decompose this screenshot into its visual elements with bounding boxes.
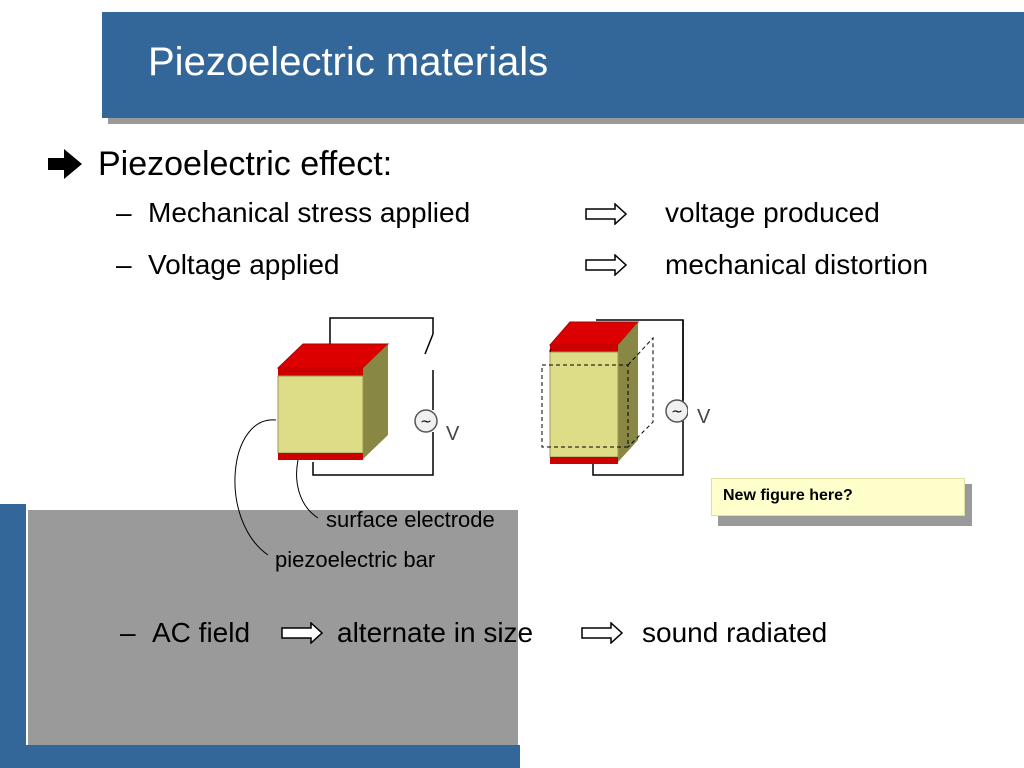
- ac-step-1: AC field: [152, 617, 251, 648]
- left-piezo-bar: [276, 343, 390, 460]
- hollow-right-arrow-icon: [585, 254, 627, 276]
- title-bar: [102, 12, 1024, 118]
- hollow-right-arrow-icon: [581, 622, 623, 644]
- note-callout: New figure here?: [711, 478, 965, 516]
- decor-bottom-bar: [0, 745, 520, 768]
- bullet-effect: voltage produced: [665, 197, 880, 228]
- decor-shadow: [28, 510, 518, 768]
- right-ac-source: ~: [665, 399, 688, 423]
- hollow-right-arrow-icon: [585, 203, 627, 225]
- bullet-effect: mechanical distortion: [665, 249, 929, 280]
- right-arrow-icon: [48, 149, 82, 179]
- label-surface-electrode: surface electrode: [326, 507, 495, 532]
- bullet-dash: –: [116, 197, 132, 228]
- heading-piezoelectric-effect: Piezoelectric effect:: [98, 145, 393, 183]
- label-piezoelectric-bar: piezoelectric bar: [275, 547, 436, 572]
- ac-step-3: sound radiated: [642, 617, 828, 648]
- right-circuit-wires: [592, 319, 684, 476]
- ac-source-symbol: ~: [671, 404, 683, 420]
- slide-title: Piezoelectric materials: [148, 40, 549, 84]
- bullet-dash: –: [116, 249, 132, 280]
- ac-step-2: alternate in size: [337, 617, 534, 648]
- voltage-label: V: [446, 423, 460, 445]
- bullet-cause: Voltage applied: [148, 249, 340, 280]
- ac-dash: –: [120, 617, 136, 648]
- ac-source-symbol: ~: [420, 414, 432, 430]
- hollow-right-arrow-icon: [281, 622, 323, 644]
- left-circuit-wires: [312, 317, 434, 476]
- decor-left-bar: [0, 504, 26, 768]
- voltage-label: V: [697, 406, 711, 428]
- label-leaders: [234, 419, 319, 556]
- left-ac-source: ~ V: [414, 409, 460, 445]
- bullet-cause: Mechanical stress applied: [148, 197, 471, 228]
- right-piezo-bar: [541, 321, 654, 464]
- piezoelectric-diagram: ~ V ~: [234, 317, 688, 556]
